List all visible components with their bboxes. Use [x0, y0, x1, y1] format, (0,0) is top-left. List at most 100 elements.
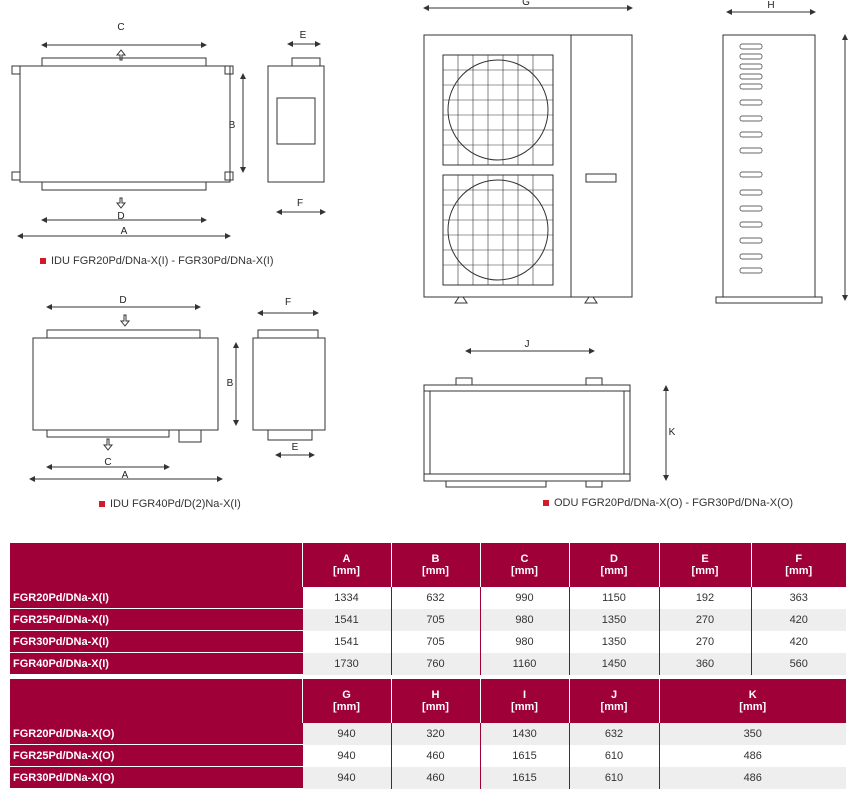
dimension-value: 192: [658, 587, 751, 609]
dim-label-g: G: [522, 0, 530, 8]
dimensions-table: A[mm] B[mm] C[mm] D[mm] E[mm] F[mm] FGR2…: [10, 543, 846, 789]
dim-label-h: H: [767, 0, 774, 11]
col-header: F[mm]: [750, 543, 846, 587]
dimension-value: 990: [479, 587, 569, 609]
dimension-value: 460: [390, 744, 480, 767]
dimension-value: 980: [479, 630, 569, 653]
dimension-value: 420: [750, 630, 846, 653]
dimension-value: 486: [658, 744, 846, 767]
dim-label-f: F: [297, 198, 303, 209]
dimension-value: 320: [390, 723, 480, 745]
model-name: FGR30Pd/DNa-X(I): [10, 630, 302, 653]
dimension-value: 363: [750, 587, 846, 609]
dim-label-j: J: [525, 339, 530, 350]
dim-label-c: C: [117, 22, 124, 33]
bullet-icon: [543, 500, 549, 506]
col-header: H[mm]: [390, 679, 480, 723]
caption-text: ODU FGR20Pd/DNa-X(O) - FGR30Pd/DNa-X(O): [554, 497, 793, 509]
dimension-value: 1730: [301, 652, 391, 675]
outdoor-header-row: G[mm] H[mm] I[mm] J[mm] K[mm]: [10, 679, 846, 723]
odu-side-view: [715, 9, 848, 304]
dimension-value: 270: [658, 630, 751, 653]
technical-drawings: C D A B E F D C A B F E: [11, 0, 848, 488]
col-header: A[mm]: [301, 543, 391, 587]
dim-label-e: E: [300, 30, 307, 41]
dimension-value: 705: [390, 608, 480, 631]
dimension-value: 1334: [301, 587, 391, 609]
odu-front-view: [423, 5, 633, 304]
dim-label-f: F: [285, 297, 291, 308]
dimension-value: 1450: [568, 652, 659, 675]
model-name: FGR25Pd/DNa-X(O): [10, 744, 302, 767]
caption-idu2: IDU FGR40Pd/D(2)Na-X(I): [99, 498, 241, 510]
bullet-icon: [40, 258, 46, 264]
dimension-value: 1615: [479, 766, 569, 789]
idu1-front-view: [11, 42, 246, 239]
dimension-value: 460: [390, 766, 480, 789]
dimension-value: 632: [568, 723, 659, 745]
col-header: I[mm]: [479, 679, 569, 723]
model-name: FGR25Pd/DNa-X(I): [10, 608, 302, 631]
idu1-side-view: [267, 41, 326, 215]
caption-odu: ODU FGR20Pd/DNa-X(O) - FGR30Pd/DNa-X(O): [543, 497, 793, 509]
col-header: K[mm]: [658, 679, 846, 723]
dim-label-b: B: [227, 378, 234, 389]
col-header: E[mm]: [658, 543, 751, 587]
dimension-value: 560: [750, 652, 846, 675]
dimension-value: 1350: [568, 608, 659, 631]
dimension-value: 940: [301, 766, 391, 789]
header-blank: [10, 543, 302, 587]
caption-idu1: IDU FGR20Pd/DNa-X(I) - FGR30Pd/DNa-X(I): [40, 255, 273, 267]
dimension-value: 632: [390, 587, 480, 609]
dimension-value: 1541: [301, 608, 391, 631]
idu2-side-view: [252, 310, 326, 458]
model-name: FGR20Pd/DNa-X(O): [10, 723, 302, 745]
dimension-value: 420: [750, 608, 846, 631]
dimension-value: 1150: [568, 587, 659, 609]
model-name: FGR20Pd/DNa-X(I): [10, 587, 302, 609]
dim-label-b: B: [229, 120, 236, 131]
dimension-value: 270: [658, 608, 751, 631]
dim-label-d: D: [117, 211, 124, 222]
col-header: J[mm]: [568, 679, 659, 723]
dimension-value: 486: [658, 766, 846, 789]
dimension-value: 940: [301, 744, 391, 767]
dimension-value: 360: [658, 652, 751, 675]
dimension-value: 980: [479, 608, 569, 631]
dimension-value: 1615: [479, 744, 569, 767]
dimension-value: 350: [658, 723, 846, 745]
dim-label-a: A: [122, 470, 129, 481]
dim-label-a: A: [121, 226, 128, 237]
dimension-value: 610: [568, 744, 659, 767]
dimension-value: 1160: [479, 652, 569, 675]
dim-label-k: K: [669, 427, 676, 438]
bullet-icon: [99, 501, 105, 507]
dimension-value: 705: [390, 630, 480, 653]
idu2-front-view: [29, 304, 239, 482]
dimension-value: 940: [301, 723, 391, 745]
dimension-value: 1350: [568, 630, 659, 653]
col-header: B[mm]: [390, 543, 480, 587]
caption-text: IDU FGR40Pd/D(2)Na-X(I): [110, 498, 241, 510]
dim-label-c: C: [104, 457, 111, 468]
header-blank: [10, 679, 302, 723]
dimension-value: 1541: [301, 630, 391, 653]
col-header: D[mm]: [568, 543, 659, 587]
col-header: C[mm]: [479, 543, 569, 587]
col-header: G[mm]: [301, 679, 391, 723]
odu-top-view: [423, 348, 669, 488]
dimension-value: 760: [390, 652, 480, 675]
dim-label-e: E: [292, 442, 299, 453]
model-name: FGR30Pd/DNa-X(O): [10, 766, 302, 789]
indoor-header-row: A[mm] B[mm] C[mm] D[mm] E[mm] F[mm]: [10, 543, 846, 587]
dimension-value: 610: [568, 766, 659, 789]
dimension-value: 1430: [479, 723, 569, 745]
dim-label-d: D: [119, 295, 126, 306]
caption-text: IDU FGR20Pd/DNa-X(I) - FGR30Pd/DNa-X(I): [51, 255, 274, 267]
